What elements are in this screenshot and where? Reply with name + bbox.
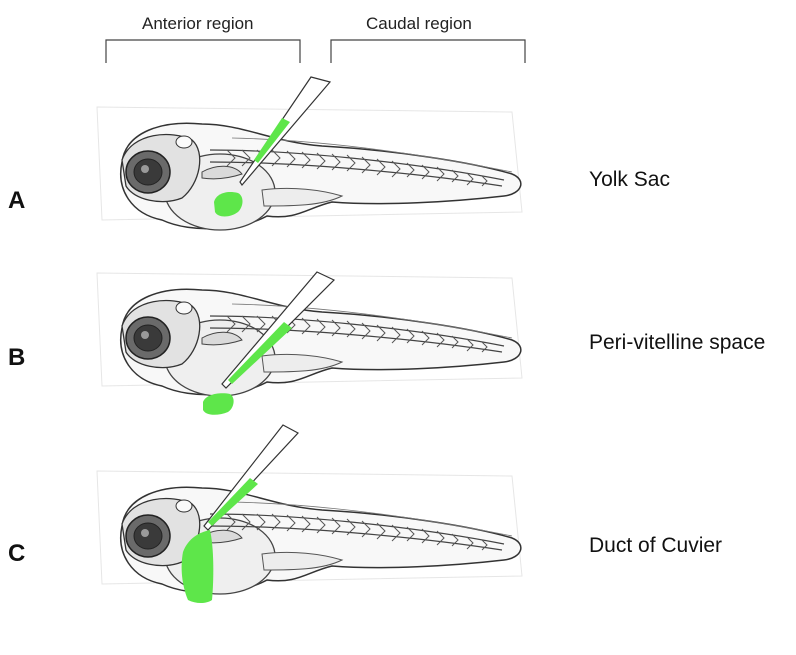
anterior-region-bracket xyxy=(106,40,300,63)
panel-b-peri-vitelline-injection xyxy=(203,393,234,415)
panel-a-larva xyxy=(97,107,522,230)
caudal-region-bracket xyxy=(331,40,525,63)
panel-c-larva xyxy=(97,471,522,594)
